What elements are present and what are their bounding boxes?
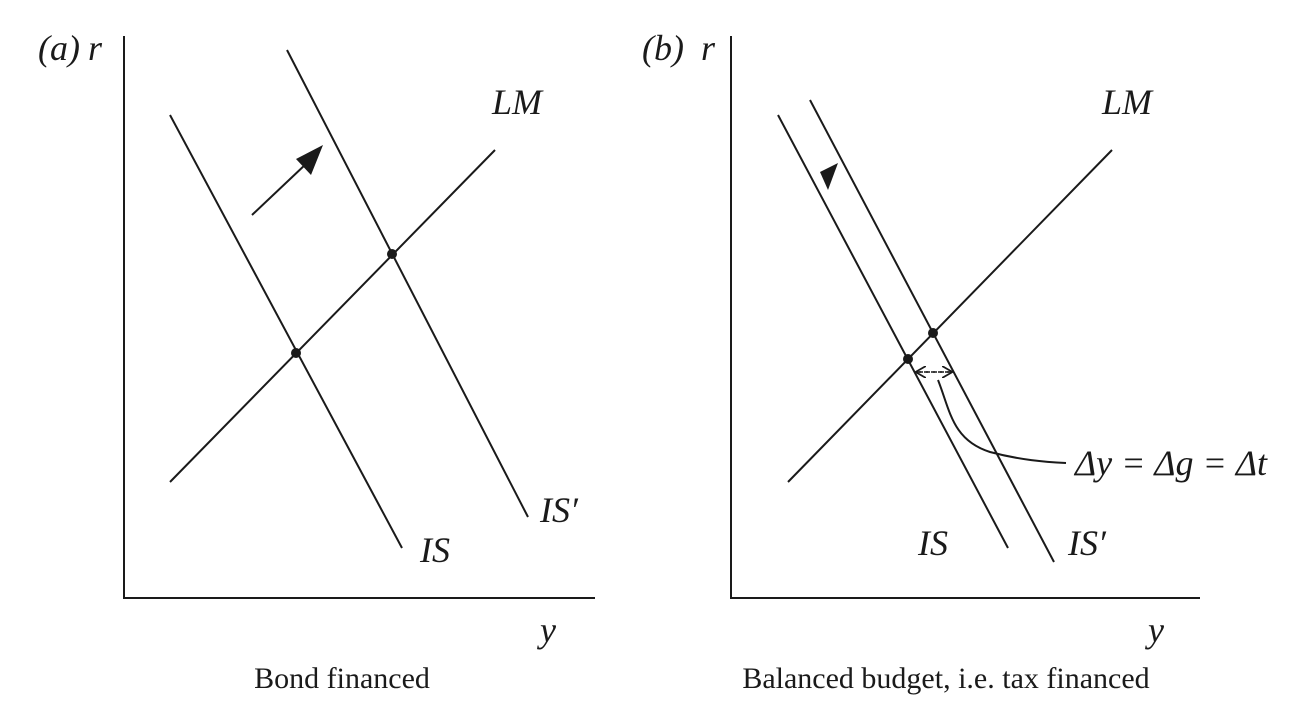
panel-a-axes	[123, 36, 595, 599]
panel-a-lm-curve	[169, 149, 496, 483]
panel-a-equilibrium-new	[387, 249, 397, 259]
panel-a-equilibrium-initial	[291, 348, 301, 358]
panel-a-is-shift-curve	[286, 49, 529, 518]
panel-a-caption: Bond financed	[254, 662, 430, 695]
panel-b-is-label: IS	[917, 523, 948, 563]
panel-b-annotation: Δy = Δg = Δt	[1073, 443, 1268, 483]
panel-b-equilibrium-initial	[903, 354, 913, 364]
panel-b-x-axis-label: y	[1145, 610, 1164, 650]
panel-b-tag: (b)	[642, 28, 684, 68]
panel-b-annotation-leader	[937, 379, 1067, 464]
panel-a-is-shift-label: IS′	[539, 490, 579, 530]
panel-a-is-curve	[169, 114, 403, 549]
panel-a-tag: (a)	[38, 28, 80, 68]
panel-a-shift-arrow-head	[296, 145, 323, 175]
panel-a: (a) r y LM IS IS′ Bond financed	[38, 28, 595, 695]
panel-b: (b) r y LM IS IS′ Δy = Δg = Δt Balanced …	[642, 28, 1268, 695]
panel-b-caption: Balanced budget, i.e. tax financed	[742, 662, 1149, 695]
panel-b-equilibrium-new	[928, 328, 938, 338]
panel-b-is-shift-label: IS′	[1067, 523, 1107, 563]
panel-a-y-axis-label: r	[88, 28, 103, 68]
panel-a-is-label: IS	[419, 530, 450, 570]
panel-b-shift-arrow-head	[820, 163, 838, 190]
panel-a-shift-arrow	[251, 162, 308, 216]
panel-a-x-axis-label: y	[537, 610, 556, 650]
panel-b-lm-label: LM	[1101, 82, 1154, 122]
panel-a-lm-label: LM	[491, 82, 544, 122]
panel-b-axes	[730, 36, 1200, 599]
panel-b-is-curve	[777, 114, 1009, 549]
panel-b-y-axis-label: r	[701, 28, 716, 68]
panel-b-lm-curve	[787, 149, 1113, 483]
